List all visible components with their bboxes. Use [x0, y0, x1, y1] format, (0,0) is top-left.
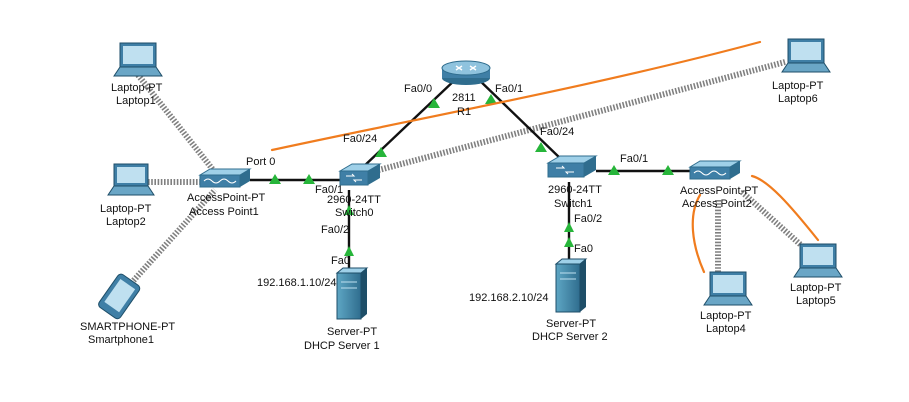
ap1-name-label: Access Point1	[189, 206, 259, 218]
laptop4-name-label: Laptop4	[706, 323, 746, 335]
switch0-model-label: 2960-24TT	[327, 194, 381, 206]
status-sw1-fa02	[564, 222, 574, 232]
laptop2[interactable]	[107, 163, 155, 196]
router-r1[interactable]	[441, 60, 491, 85]
status-sw0-fa02	[344, 205, 354, 215]
annotation-curve-left	[691, 193, 706, 274]
dhcp-server1[interactable]	[335, 267, 369, 320]
port-r1-fa01: Fa0/1	[495, 83, 523, 95]
laptop6-model-label: Laptop-PT	[772, 80, 824, 92]
status-r1-fa00	[428, 98, 440, 108]
status-srv2-fa0	[564, 237, 574, 247]
smartphone1[interactable]	[97, 273, 141, 321]
status-ap1-port0	[269, 174, 281, 184]
laptop5[interactable]	[793, 243, 843, 278]
switch0-name-label: Switch0	[335, 207, 374, 219]
ap1-model-label: AccessPoint-PT	[187, 192, 266, 204]
server1-model-label: Server-PT	[327, 326, 377, 338]
status-ap2-port0	[662, 165, 674, 175]
labels: 2811 R1 Fa0/0 Fa0/1 Fa0/24 Port 0 Fa0/1 …	[80, 80, 842, 352]
port-srv1-fa0: Fa0	[331, 255, 350, 267]
server1-ip-label: 192.168.1.10/24	[257, 277, 337, 289]
access-point1[interactable]	[198, 168, 252, 188]
laptop4-model-label: Laptop-PT	[700, 310, 752, 322]
laptop2-model-label: Laptop-PT	[100, 203, 152, 215]
laptop2-name-label: Laptop2	[106, 216, 146, 228]
annotation-strokes	[270, 40, 820, 274]
access-point2[interactable]	[688, 160, 742, 180]
server2-name-label: DHCP Server 2	[532, 331, 608, 343]
laptop1[interactable]	[113, 42, 163, 77]
status-sw1-fa024	[535, 142, 547, 152]
laptop1-name-label: Laptop1	[116, 95, 156, 107]
laptop1-model-label: Laptop-PT	[111, 82, 163, 94]
switch1-name-label: Switch1	[554, 198, 593, 210]
link-status-indicators	[269, 94, 674, 256]
wireless-link-laptop1-ap1	[135, 73, 221, 178]
dhcp-server2[interactable]	[554, 258, 588, 313]
status-r1-fa01	[485, 94, 497, 104]
switch0[interactable]	[338, 163, 382, 186]
port-ap1-port0: Port 0	[246, 156, 275, 168]
port-r1-fa00: Fa0/0	[404, 83, 432, 95]
wireless-links	[122, 59, 815, 293]
server1-name-label: DHCP Server 1	[304, 340, 380, 352]
smartphone1-model-label: SMARTPHONE-PT	[80, 321, 175, 333]
wireless-link-smartphone1-ap1	[122, 187, 218, 293]
ap2-name-label: Access Point2	[682, 198, 752, 210]
annotation-line-top	[270, 40, 762, 152]
status-sw0-fa01	[303, 174, 315, 184]
laptop4[interactable]	[703, 271, 753, 306]
annotation-curve-right	[750, 174, 820, 242]
smartphone1-name-label: Smartphone1	[88, 334, 154, 346]
server2-ip-label: 192.168.2.10/24	[469, 292, 549, 304]
switch1-model-label: 2960-24TT	[548, 184, 602, 196]
laptop6-name-label: Laptop6	[778, 93, 818, 105]
server2-model-label: Server-PT	[546, 318, 596, 330]
status-srv1-fa0	[344, 246, 354, 256]
port-sw0-fa02: Fa0/2	[321, 224, 349, 236]
ap2-model-label: AccessPoint-PT	[680, 185, 759, 197]
port-sw0-fa024: Fa0/24	[343, 133, 377, 145]
laptop5-name-label: Laptop5	[796, 295, 836, 307]
switch1[interactable]	[546, 155, 598, 178]
port-sw1-fa024: Fa0/24	[540, 126, 574, 138]
port-sw0-fa01: Fa0/1	[315, 184, 343, 196]
laptop6[interactable]	[781, 38, 831, 73]
port-sw1-fa01: Fa0/1	[620, 153, 648, 165]
port-srv2-fa0: Fa0	[574, 243, 593, 255]
status-sw0-fa024	[375, 147, 387, 157]
laptop5-model-label: Laptop-PT	[790, 282, 842, 294]
status-sw1-fa01	[608, 165, 620, 175]
port-sw1-fa02: Fa0/2	[574, 213, 602, 225]
link-r1-switch1	[475, 76, 563, 161]
router-name-label: R1	[457, 106, 471, 118]
router-model-label: 2811	[452, 92, 476, 104]
